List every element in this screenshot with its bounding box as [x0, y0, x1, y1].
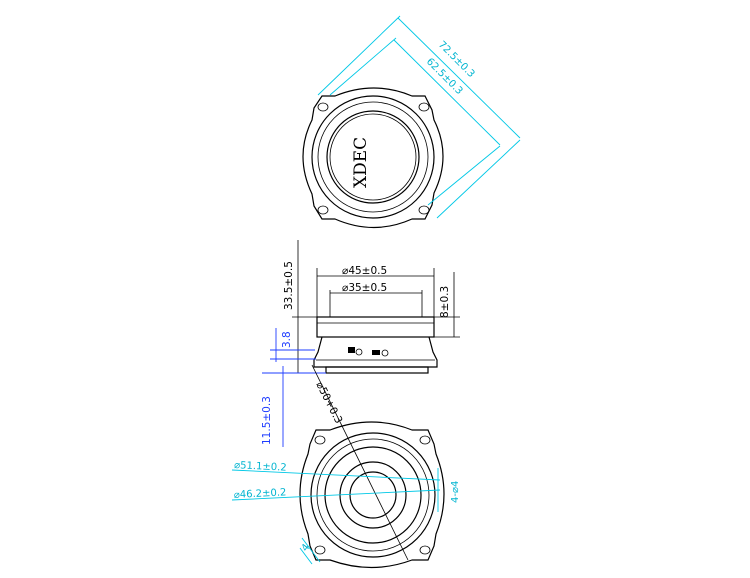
side-width-dimensions: ⌀45±0.5 ⌀35±0.5	[316, 265, 435, 317]
top-inner-ring	[329, 113, 417, 201]
terminal-left	[348, 347, 355, 353]
dim-total-depth: 33.5±0.5	[283, 261, 295, 310]
side-frame-depth-dimension: 8±0.3	[434, 272, 460, 338]
bottom-basket-ring	[324, 446, 422, 544]
top-ear-hole-tl	[317, 102, 329, 112]
bottom-mount-plate	[299, 421, 445, 569]
bottom-ear-hole-tr	[419, 435, 431, 445]
side-view	[313, 316, 438, 374]
dim-corner: 4	[300, 542, 313, 554]
brand-logo: XDEC	[351, 137, 371, 188]
side-frame-flange	[316, 316, 435, 338]
dim-frame-dia: ⌀45±0.5	[342, 265, 387, 277]
top-view: XDEC	[302, 87, 444, 229]
top-frame-ring	[311, 95, 435, 219]
terminal-right	[372, 350, 380, 355]
side-total-depth-dimension: 33.5±0.5	[283, 240, 326, 374]
dim-cone-1: ⌀51.1±0.2	[234, 460, 287, 474]
top-ear-hole-br	[418, 205, 430, 215]
side-blue-dimensions: 3.8 11.5±0.3	[261, 328, 326, 447]
bottom-view	[299, 421, 445, 569]
top-surround-ring	[317, 101, 429, 213]
dim-cone-2: ⌀46.2±0.2	[234, 487, 287, 501]
dim-cone-small: ⌀50+0.3	[313, 380, 344, 426]
bottom-ear-hole-br	[419, 545, 431, 555]
top-cone-ring	[326, 110, 420, 204]
side-magnet	[325, 366, 429, 374]
top-ear-hole-tr	[418, 102, 430, 112]
dim-mount-depth: 3.8	[281, 331, 293, 348]
bottom-ring-2	[316, 438, 430, 552]
bottom-ear-hole-bl	[314, 545, 326, 555]
bottom-pole-ring	[349, 471, 397, 519]
dim-magnet-dia: ⌀35±0.5	[342, 282, 387, 294]
bottom-frame-ring	[310, 432, 436, 558]
top-ear-hole-bl	[317, 205, 329, 215]
top-mount-plate	[302, 87, 444, 229]
bottom-ear-hole-tl	[314, 435, 326, 445]
dim-frame-depth: 8±0.3	[439, 286, 451, 318]
dim-holes: 4-⌀4	[450, 481, 461, 503]
dim-magnet-depth: 11.5±0.3	[261, 396, 273, 445]
